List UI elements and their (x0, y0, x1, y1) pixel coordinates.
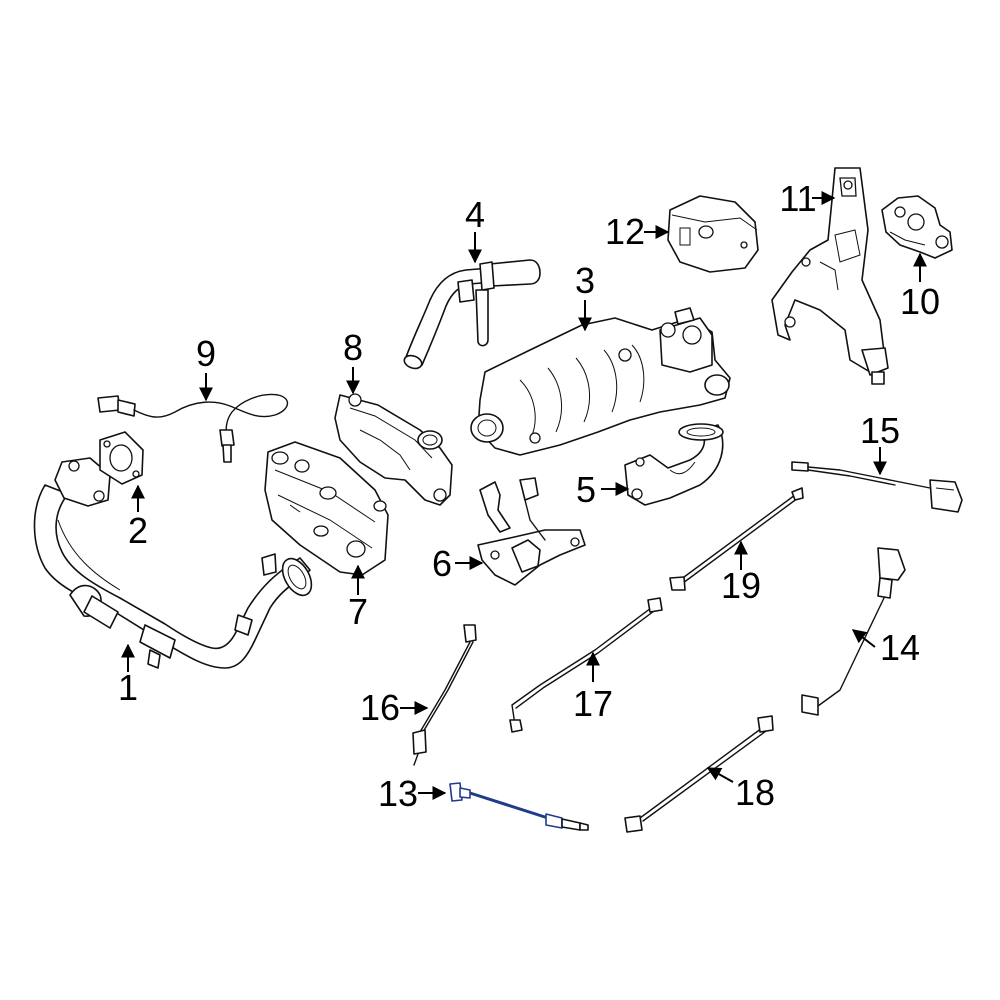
part-16-temperature-sensor[interactable] (412, 624, 477, 766)
callout-19: 19 (721, 565, 761, 606)
part-1-egr-pipe[interactable] (33, 457, 317, 669)
callout-10: 10 (900, 281, 940, 322)
callout-12: 12 (605, 211, 645, 252)
part-18-sensor-rod[interactable] (624, 715, 774, 833)
part-6-sensor-bracket[interactable] (477, 477, 586, 586)
callout-labels: 1 2 3 4 5 6 7 8 9 10 11 12 13 14 15 16 1… (118, 178, 940, 814)
callout-1: 1 (118, 667, 138, 708)
part-11-bracket[interactable] (771, 167, 889, 385)
part-17-sensor-rod[interactable] (509, 597, 663, 733)
callout-7: 7 (348, 591, 368, 632)
callout-6: 6 (432, 543, 452, 584)
callout-9: 9 (196, 333, 216, 374)
part-2-gasket[interactable] (99, 431, 144, 485)
callout-15: 15 (860, 410, 900, 451)
part-5-pipe-elbow[interactable] (624, 423, 724, 506)
callout-3: 3 (575, 260, 595, 301)
part-9-temperature-sensor[interactable] (97, 393, 289, 463)
part-19-sensor-rod[interactable] (669, 487, 804, 591)
part-10-actuator[interactable] (881, 195, 953, 259)
part-14-oxygen-sensor[interactable] (801, 547, 906, 716)
callout-11: 11 (779, 178, 816, 219)
part-3-egr-housing[interactable] (470, 307, 731, 456)
callout-14: 14 (880, 627, 920, 668)
part-12-cover[interactable] (667, 195, 759, 273)
part-15-sensor-harness[interactable] (791, 461, 963, 513)
part-4-coolant-hose[interactable] (402, 259, 541, 371)
callout-16: 16 (360, 687, 400, 728)
part-7-egr-cooler[interactable] (264, 441, 389, 576)
callout-18: 18 (735, 772, 775, 813)
callout-13: 13 (378, 773, 418, 814)
callout-2: 2 (128, 510, 148, 551)
part-13-highlighted-sensor[interactable] (449, 782, 589, 831)
part-8-gasket-plate[interactable] (334, 393, 453, 506)
leader-lines (121, 191, 927, 800)
callout-5: 5 (576, 469, 596, 510)
callout-8: 8 (343, 327, 363, 368)
callout-4: 4 (465, 194, 485, 235)
callout-17: 17 (573, 683, 613, 724)
